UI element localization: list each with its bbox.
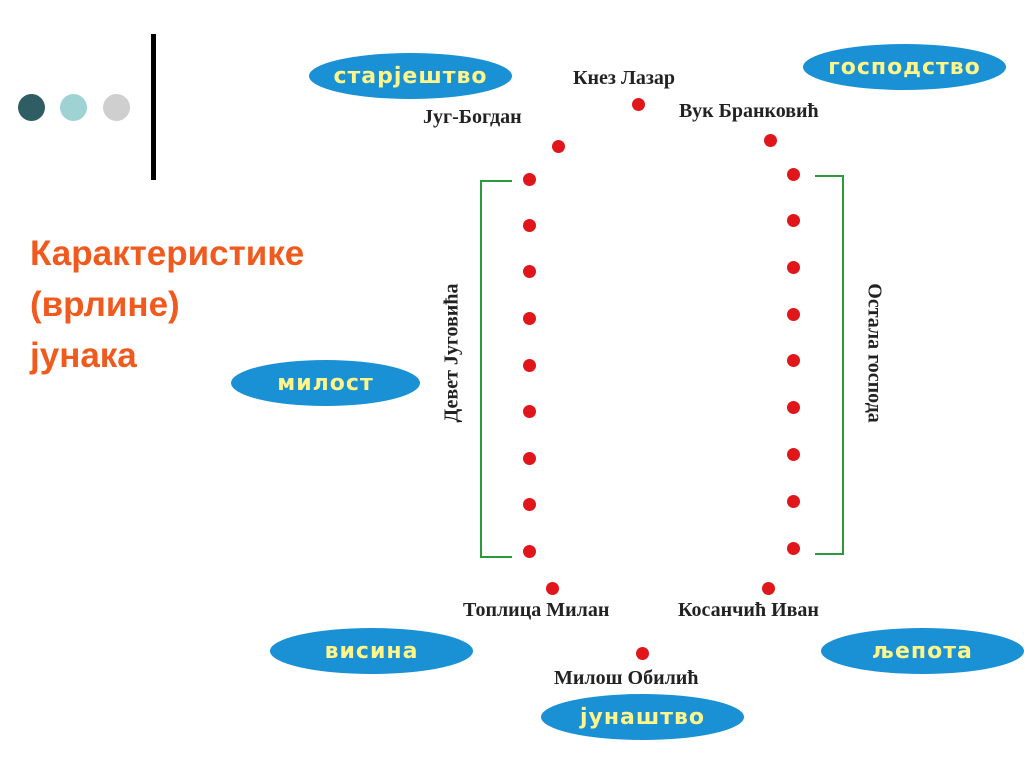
gray-dot-icon xyxy=(103,94,130,121)
dot-lord xyxy=(787,448,800,461)
group-label-devet-jugovica: Девет Југовића xyxy=(440,283,463,423)
title-line-2: (врлине) xyxy=(30,285,180,324)
dot-vuk-brankovic xyxy=(764,134,777,147)
dot-toplica-milan xyxy=(546,582,559,595)
dot-jugovic xyxy=(523,312,536,325)
dot-lord xyxy=(787,542,800,555)
vertical-divider xyxy=(151,34,156,180)
dot-lord xyxy=(787,354,800,367)
title-line-3: јунака xyxy=(30,336,137,375)
hero-label-toplica-milan: Топлица Милан xyxy=(463,599,610,621)
group-label-ostala-gospoda: Остала господа xyxy=(863,283,886,423)
dot-lord xyxy=(787,168,800,181)
slide-title: Карактеристике (врлине) јунака xyxy=(30,228,304,381)
dark-dot-icon xyxy=(18,94,45,121)
virtue-pill-milost: милост xyxy=(231,360,420,406)
slide-decoration-dots xyxy=(18,94,138,122)
dot-lord xyxy=(787,214,800,227)
dot-lord xyxy=(787,308,800,321)
hero-label-knez-lazar: Кнез Лазар xyxy=(573,67,676,89)
dot-lord xyxy=(787,495,800,508)
dot-jugovic xyxy=(523,405,536,418)
dot-knez-lazar xyxy=(632,98,645,111)
hero-label-jug-bogdan: Југ-Богдан xyxy=(423,106,522,128)
right-group-bracket xyxy=(815,175,844,555)
light-dot-icon xyxy=(60,94,87,121)
dot-jugovic xyxy=(523,219,536,232)
dot-lord xyxy=(787,401,800,414)
hero-label-vuk-brankovic: Вук Бранковић xyxy=(679,100,819,122)
hero-label-kosancic-ivan: Косанчић Иван xyxy=(678,599,819,621)
dot-lord xyxy=(787,261,800,274)
title-line-1: Карактеристике xyxy=(30,234,305,273)
dot-jugovic xyxy=(523,359,536,372)
virtue-pill-starjeshtvo: старјештво xyxy=(309,53,512,99)
virtue-pill-ljepota: љепота xyxy=(821,628,1024,674)
dot-jug-bogdan xyxy=(552,140,565,153)
dot-jugovic xyxy=(523,545,536,558)
dot-milos-obilic xyxy=(636,647,649,660)
dot-jugovic xyxy=(523,498,536,511)
virtue-pill-visina: висина xyxy=(270,628,473,674)
virtue-pill-gospodstvo: господство xyxy=(803,44,1006,90)
left-group-bracket xyxy=(480,180,512,558)
hero-label-milos-obilic: Милош Обилић xyxy=(554,667,699,689)
dot-jugovic xyxy=(523,173,536,186)
dot-kosancic-ivan xyxy=(762,582,775,595)
dot-jugovic xyxy=(523,452,536,465)
virtue-pill-junashtvo: јунаштво xyxy=(541,694,744,740)
dot-jugovic xyxy=(523,265,536,278)
